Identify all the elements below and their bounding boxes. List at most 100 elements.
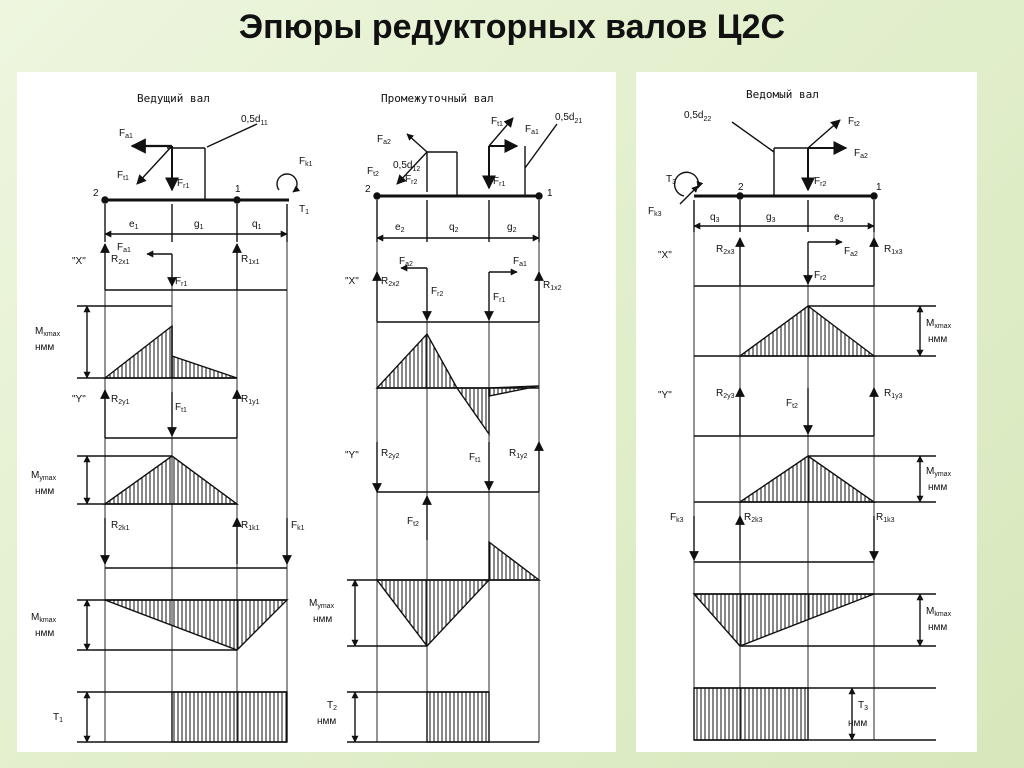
svg-text:нмм: нмм bbox=[35, 628, 54, 639]
svg-text:R1y1: R1y1 bbox=[241, 394, 260, 406]
svg-text:"X": "X" bbox=[658, 250, 672, 261]
svg-text:e3: e3 bbox=[834, 212, 844, 224]
svg-text:нмм: нмм bbox=[848, 718, 867, 729]
svg-text:Fr2: Fr2 bbox=[405, 174, 417, 186]
svg-text:g2: g2 bbox=[507, 222, 517, 234]
svg-text:Fr2: Fr2 bbox=[814, 176, 826, 188]
svg-text:Fr1: Fr1 bbox=[175, 276, 187, 288]
svg-text:нмм: нмм bbox=[35, 486, 54, 497]
svg-text:1: 1 bbox=[235, 184, 241, 195]
svg-text:Fa1: Fa1 bbox=[525, 124, 539, 136]
svg-text:R2k1: R2k1 bbox=[111, 520, 130, 532]
diagram-panel-left: Ведущий вал 0,5d11 Fa1 Ft1 Fr1 Fk1 T1 2 … bbox=[17, 72, 616, 752]
svg-text:R1k3: R1k3 bbox=[876, 512, 895, 524]
svg-text:Fa1: Fa1 bbox=[513, 256, 527, 268]
svg-text:Ft2: Ft2 bbox=[367, 166, 379, 178]
svg-text:Fk3: Fk3 bbox=[648, 206, 662, 218]
intermediate-shaft-title: Промежуточный вал bbox=[381, 92, 494, 105]
svg-text:R2y2: R2y2 bbox=[381, 448, 400, 460]
svg-text:R1y2: R1y2 bbox=[509, 448, 528, 460]
svg-text:Ft2: Ft2 bbox=[848, 116, 860, 128]
svg-text:Ft1: Ft1 bbox=[117, 170, 129, 182]
svg-text:Mkmax: Mkmax bbox=[31, 612, 57, 624]
svg-text:q2: q2 bbox=[449, 222, 459, 234]
svg-text:нмм: нмм bbox=[313, 614, 332, 625]
svg-text:R1x2: R1x2 bbox=[543, 280, 562, 292]
svg-text:g1: g1 bbox=[194, 219, 204, 231]
svg-text:нмм: нмм bbox=[928, 622, 947, 633]
svg-text:Mxmax: Mxmax bbox=[926, 318, 952, 330]
lead-diameter-label: 0,5d11 bbox=[241, 114, 268, 127]
shaft-diagram-driven: Ведомый вал 0,5d22 Fr2 Ft2 Fa2 T3 Fk3 2 … bbox=[648, 88, 952, 741]
svg-text:2: 2 bbox=[365, 184, 371, 195]
svg-text:Fa2: Fa2 bbox=[854, 148, 868, 160]
svg-text:нмм: нмм bbox=[317, 716, 336, 727]
inter-d12-label: 0,5d12 bbox=[393, 160, 420, 173]
svg-text:1: 1 bbox=[547, 188, 553, 199]
svg-text:2: 2 bbox=[93, 188, 99, 199]
svg-text:T1: T1 bbox=[53, 712, 63, 724]
svg-text:"Y": "Y" bbox=[658, 390, 672, 401]
svg-text:2: 2 bbox=[738, 182, 744, 193]
svg-text:e2: e2 bbox=[395, 222, 405, 234]
svg-text:Fa2: Fa2 bbox=[399, 256, 413, 268]
svg-text:Fk1: Fk1 bbox=[299, 156, 313, 168]
svg-text:Fa1: Fa1 bbox=[119, 128, 133, 140]
svg-text:Mymax: Mymax bbox=[926, 466, 952, 478]
svg-text:"X": "X" bbox=[72, 256, 86, 267]
svg-text:R1y3: R1y3 bbox=[884, 388, 903, 400]
lead-shaft-title: Ведущий вал bbox=[137, 92, 210, 105]
driven-d22-label: 0,5d22 bbox=[684, 110, 711, 123]
shaft-diagrams-lead-intermediate: Ведущий вал 0,5d11 Fa1 Ft1 Fr1 Fk1 T1 2 … bbox=[31, 92, 582, 743]
slide-title: Эпюры редукторных валов Ц2С bbox=[238, 8, 786, 46]
svg-text:Ft2: Ft2 bbox=[407, 516, 419, 528]
driven-shaft-title: Ведомый вал bbox=[746, 88, 819, 101]
svg-text:R2x3: R2x3 bbox=[716, 244, 735, 256]
diagram-panel-right: Ведомый вал 0,5d22 Fr2 Ft2 Fa2 T3 Fk3 2 … bbox=[636, 72, 977, 752]
svg-text:Ft1: Ft1 bbox=[469, 452, 481, 464]
svg-text:Mkmax: Mkmax bbox=[926, 606, 952, 618]
svg-text:Mymax: Mymax bbox=[309, 598, 335, 610]
svg-text:Ft2: Ft2 bbox=[786, 398, 798, 410]
svg-text:Mxmax: Mxmax bbox=[35, 326, 61, 338]
svg-text:Mymax: Mymax bbox=[31, 470, 57, 482]
svg-text:g3: g3 bbox=[766, 212, 776, 224]
svg-text:1: 1 bbox=[876, 182, 882, 193]
svg-text:Fk1: Fk1 bbox=[291, 520, 305, 532]
svg-text:Fr1: Fr1 bbox=[177, 178, 189, 190]
svg-text:T1: T1 bbox=[299, 204, 309, 216]
svg-text:e1: e1 bbox=[129, 219, 139, 231]
svg-text:q1: q1 bbox=[252, 219, 262, 231]
svg-text:"Y": "Y" bbox=[72, 394, 86, 405]
svg-text:Fa2: Fa2 bbox=[377, 134, 391, 146]
svg-text:"Y": "Y" bbox=[345, 450, 359, 461]
svg-text:Fa1: Fa1 bbox=[117, 242, 131, 254]
inter-d21-label: 0,5d21 bbox=[555, 112, 582, 125]
svg-text:Ft1: Ft1 bbox=[491, 116, 503, 128]
svg-text:"X": "X" bbox=[345, 276, 359, 287]
svg-text:R2y3: R2y3 bbox=[716, 388, 735, 400]
svg-text:Fa2: Fa2 bbox=[844, 246, 858, 258]
intermediate-shaft-diagram: Промежуточный вал 0,5d12 0,5d21 Fa2 Ft2 … bbox=[309, 92, 582, 743]
svg-text:T3: T3 bbox=[858, 700, 868, 712]
svg-text:Fr2: Fr2 bbox=[431, 286, 443, 298]
svg-text:R2x1: R2x1 bbox=[111, 254, 130, 266]
svg-text:R2k3: R2k3 bbox=[744, 512, 763, 524]
svg-text:нмм: нмм bbox=[928, 334, 947, 345]
svg-text:нмм: нмм bbox=[928, 482, 947, 493]
svg-text:Fr1: Fr1 bbox=[493, 176, 505, 188]
svg-text:Fk3: Fk3 bbox=[670, 512, 684, 524]
svg-text:R1x1: R1x1 bbox=[241, 254, 260, 266]
svg-text:R2x2: R2x2 bbox=[381, 276, 400, 288]
svg-text:R1k1: R1k1 bbox=[241, 520, 260, 532]
svg-text:T3: T3 bbox=[666, 174, 676, 186]
svg-text:нмм: нмм bbox=[35, 342, 54, 353]
svg-text:R1x3: R1x3 bbox=[884, 244, 903, 256]
svg-text:R2y1: R2y1 bbox=[111, 394, 130, 406]
driven-shaft-diagram: Ведомый вал 0,5d22 Fr2 Ft2 Fa2 T3 Fk3 2 … bbox=[648, 88, 952, 741]
svg-text:Fr1: Fr1 bbox=[493, 292, 505, 304]
svg-text:T2: T2 bbox=[327, 700, 337, 712]
svg-text:Fr2: Fr2 bbox=[814, 270, 826, 282]
lead-shaft-diagram: Ведущий вал 0,5d11 Fa1 Ft1 Fr1 Fk1 T1 2 … bbox=[31, 92, 313, 743]
svg-text:q3: q3 bbox=[710, 212, 720, 224]
